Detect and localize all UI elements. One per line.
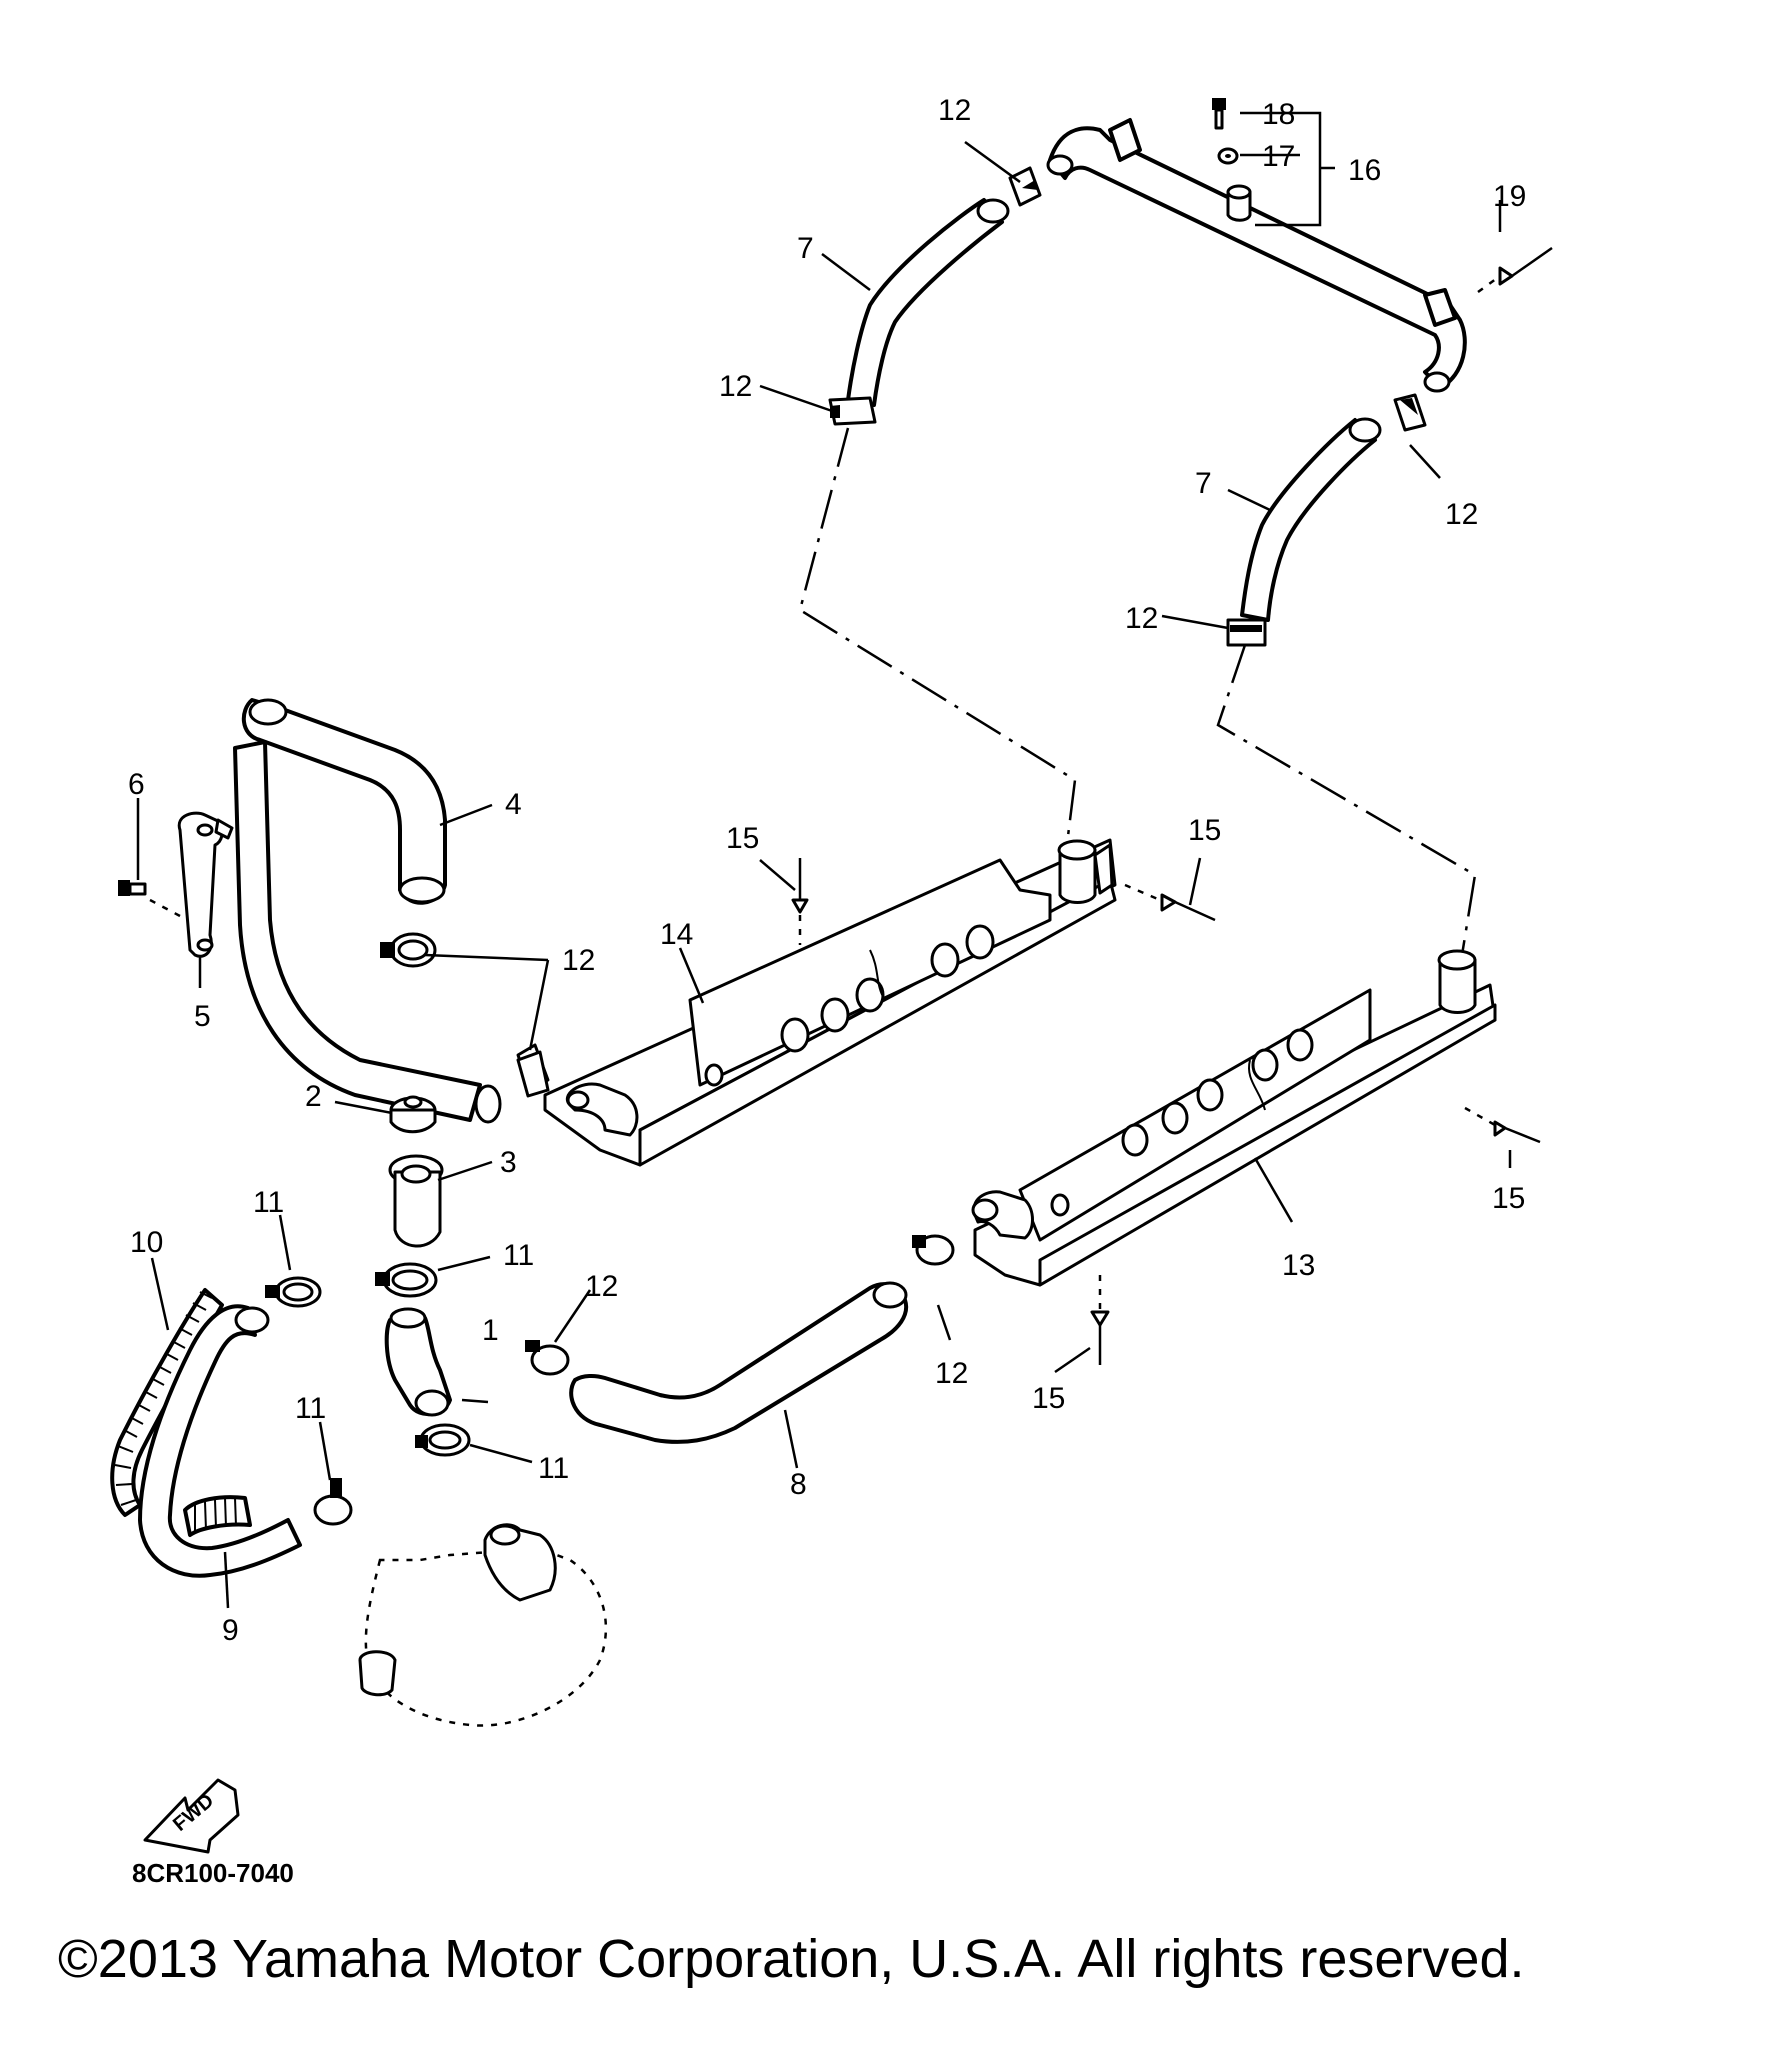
label-12c: 12 — [1445, 498, 1478, 531]
label-11d: 11 — [538, 1452, 569, 1485]
label-18: 18 — [1262, 98, 1295, 131]
label-12e: 12 — [562, 944, 595, 977]
clamp-11-a — [375, 1262, 438, 1298]
clamp-12-b — [828, 396, 877, 426]
rivet-15-a — [791, 858, 809, 945]
clamp-12-h — [912, 1234, 955, 1266]
label-11a: 11 — [253, 1186, 284, 1219]
label-5: 5 — [194, 1000, 211, 1033]
clamp-12-g — [525, 1340, 570, 1376]
label-10: 10 — [130, 1226, 163, 1259]
label-13: 13 — [1282, 1249, 1315, 1282]
hose-9 — [138, 1304, 302, 1578]
label-15b: 15 — [1188, 814, 1221, 847]
radiator-14 — [543, 838, 1117, 1167]
bolt-18 — [1212, 98, 1226, 130]
label-12d: 12 — [1125, 602, 1158, 635]
hose-1 — [384, 1307, 452, 1417]
hose-7-upper — [846, 198, 1010, 407]
engine-outline — [358, 1523, 608, 1727]
label-3: 3 — [500, 1146, 517, 1179]
label-2: 2 — [305, 1080, 322, 1113]
diagram-code: 8CR100-7040 — [132, 1858, 294, 1888]
washer-17 — [1217, 147, 1239, 165]
clamp-12-d — [1226, 618, 1267, 647]
label-7a: 7 — [797, 232, 814, 265]
rivet-15-c — [1464, 1106, 1541, 1144]
label-15a: 15 — [726, 822, 759, 855]
clamp-11-b — [415, 1423, 471, 1457]
clamp-12-a — [1008, 166, 1042, 207]
hose-4 — [233, 698, 502, 1124]
label-12b: 12 — [719, 370, 752, 403]
bracket-5 — [177, 811, 234, 958]
label-19: 19 — [1493, 180, 1526, 213]
label-11c: 11 — [295, 1392, 326, 1425]
label-15d: 15 — [1032, 1382, 1065, 1415]
fwd-arrow: FWD — [143, 1778, 240, 1854]
clamp-11-d — [313, 1478, 353, 1526]
label-1: 1 — [482, 1314, 499, 1347]
radiator-13 — [971, 949, 1497, 1287]
clamp-12-c — [1393, 393, 1427, 432]
leader-lines — [136, 140, 1512, 1609]
crossover-pipe — [1046, 118, 1467, 393]
copyright-notice: ©2013 Yamaha Motor Corporation, U.S.A. A… — [58, 1929, 1525, 1989]
label-12g: 12 — [935, 1357, 968, 1390]
rivet-19 — [1477, 246, 1553, 294]
label-7b: 7 — [1195, 467, 1212, 500]
label-12a: 12 — [938, 94, 971, 127]
cap-2 — [389, 1095, 437, 1134]
rivet-15-b — [1124, 883, 1216, 922]
clip-12-radiator — [516, 1050, 550, 1098]
rivet-15-d — [1090, 1275, 1110, 1365]
housing-3 — [388, 1154, 444, 1248]
label-16: 16 — [1348, 154, 1381, 187]
label-11b: 11 — [503, 1239, 534, 1272]
bolt-6 — [118, 880, 181, 918]
label-8: 8 — [790, 1468, 807, 1501]
label-12f: 12 — [585, 1270, 618, 1303]
clamp-12-e — [380, 932, 437, 968]
label-15c: 15 — [1492, 1182, 1525, 1215]
clamp-11-c — [265, 1276, 322, 1308]
hose-7-lower — [1240, 417, 1382, 622]
label-14: 14 — [660, 918, 693, 951]
hose-8 — [569, 1281, 909, 1444]
label-9: 9 — [222, 1614, 239, 1647]
label-4: 4 — [505, 788, 522, 821]
label-17: 17 — [1262, 140, 1295, 173]
label-6: 6 — [128, 768, 145, 801]
